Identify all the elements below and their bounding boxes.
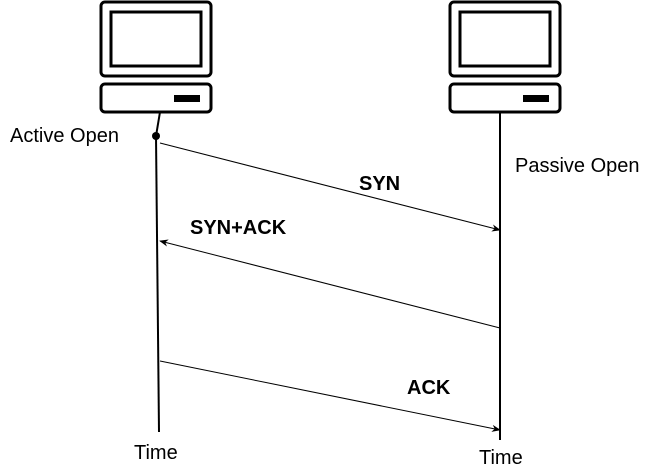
active-open-label: Active Open bbox=[10, 125, 119, 147]
time-label-left: Time bbox=[134, 442, 178, 464]
ack-arrow bbox=[159, 360, 501, 432]
syn-ack-label: SYN+ACK bbox=[190, 217, 287, 239]
syn-arrow bbox=[159, 142, 501, 232]
client-connector-line bbox=[155, 111, 161, 137]
time-label-right: Time bbox=[479, 447, 523, 469]
syn-label: SYN bbox=[359, 173, 400, 195]
client-computer-icon bbox=[99, 0, 213, 114]
server-computer-icon bbox=[448, 0, 562, 114]
syn-ack-arrow bbox=[159, 239, 501, 329]
client-timeline bbox=[155, 135, 160, 433]
ack-label: ACK bbox=[407, 377, 451, 399]
passive-open-label: Passive Open bbox=[515, 155, 640, 177]
